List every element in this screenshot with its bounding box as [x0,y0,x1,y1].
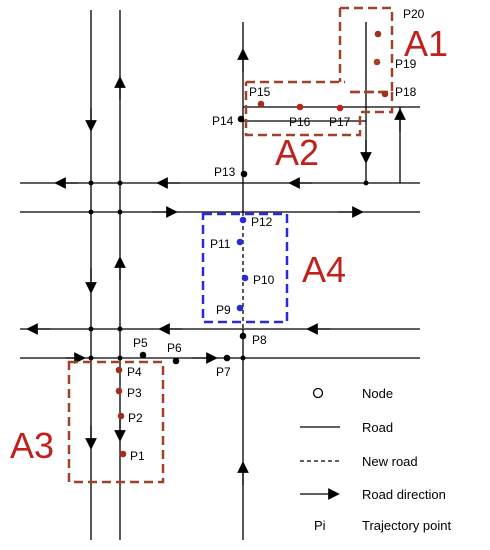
label-p19: P19 [395,57,417,71]
label-p6: P6 [167,341,182,355]
trajectory-point-p5 [139,351,147,359]
area-label-a3: A3 [10,425,54,466]
area-boxes [67,6,394,484]
trajectory-point-p20 [374,30,382,38]
node [117,209,123,215]
label-p15: P15 [249,85,271,99]
node [117,180,123,186]
trajectory-point-p1 [119,450,127,458]
area-box-a3 [67,360,165,484]
label-p4: P4 [127,365,142,379]
trajectory-point-p3 [115,387,123,395]
road-direction-arrows [26,48,406,485]
label-p7: P7 [216,365,231,379]
roads [20,10,420,540]
label-p3: P3 [127,386,142,400]
label-p11: P11 [210,237,231,251]
trajectory-points [115,30,389,458]
node [240,355,246,361]
area-label-a2: A2 [275,132,319,173]
trajectory-point-p8 [239,332,247,340]
trajectory-point-p19 [373,58,381,66]
trajectory-point-p2 [117,412,125,420]
node [88,209,94,215]
legend-road-label: Road [362,420,393,435]
trajectory-point-p16 [296,103,304,111]
label-p8: P8 [252,333,267,347]
trajectory-point-p17 [336,104,344,112]
legend-node-label: Node [362,386,393,401]
trajectory-point-p18 [381,90,389,98]
trajectory-point-p4 [115,366,123,374]
node [117,326,123,332]
trajectory-point-p10 [241,274,249,282]
trajectory-point-p15 [257,100,265,108]
legend-road-direction-label: Road direction [362,487,446,502]
label-p1: P1 [130,449,145,463]
label-p17: P17 [329,115,351,129]
node [363,180,369,186]
trajectory-point-p7 [223,354,231,362]
label-p2: P2 [128,411,143,425]
area-label-a1: A1 [404,23,448,64]
trajectory-point-p13 [240,170,248,178]
area-box-a2 [244,80,394,137]
trajectory-point-p9 [236,304,244,312]
nodes [88,180,369,361]
label-p14: P14 [212,114,234,128]
label-p20: P20 [403,7,425,21]
legend-new-road-label: New road [362,454,418,469]
trajectory-point-p6 [172,357,180,365]
label-p16: P16 [289,115,311,129]
label-p13: P13 [214,165,236,179]
trajectory-point-p12 [239,216,247,224]
legend-node-icon [312,387,324,399]
legend: Node Road New road Road direction Pi Tra… [300,386,451,533]
label-p5: P5 [133,336,148,350]
label-p12: P12 [251,215,273,229]
label-p9: P9 [216,303,231,317]
trajectory-point-p11 [236,238,244,246]
node [88,355,94,361]
label-p10: P10 [253,273,275,287]
trajectory-point-labels: P1 P2 P3 P4 P5 P6 P7 P8 P9 P10 P11 P12 P… [127,7,425,463]
area-box-a4 [201,212,289,324]
label-p18: P18 [395,85,417,99]
legend-trajectory-point-label: Trajectory point [362,518,451,533]
legend-pi-symbol: Pi [314,518,326,533]
node [88,326,94,332]
node [117,355,123,361]
node [88,180,94,186]
trajectory-point-p14 [237,115,245,123]
area-label-a4: A4 [302,249,346,290]
